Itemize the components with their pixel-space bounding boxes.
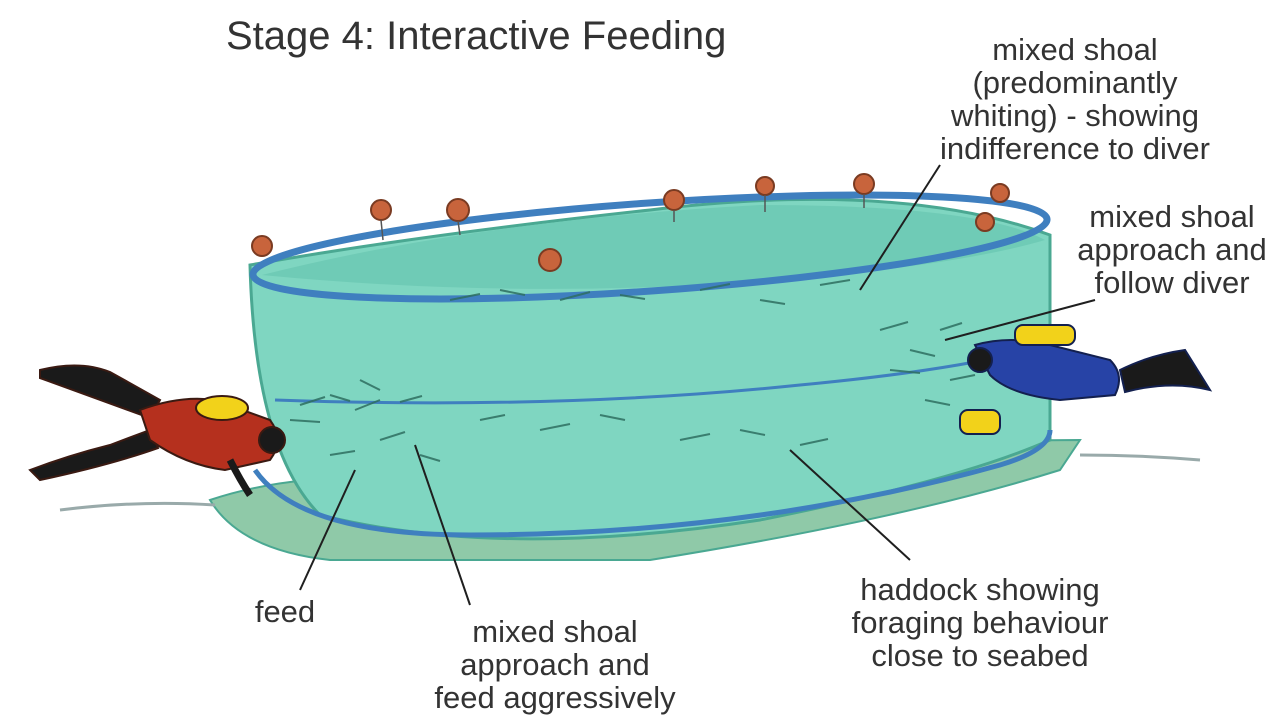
label-feed: feed: [240, 595, 330, 628]
float-buoy: [976, 213, 994, 231]
seafloor-line: [60, 503, 215, 510]
float-buoy: [447, 199, 469, 221]
float-buoy: [252, 236, 272, 256]
seafloor-line: [1080, 455, 1200, 460]
label-bottom-right: haddock showing foraging behaviour close…: [830, 573, 1130, 672]
float-buoy: [664, 190, 684, 210]
float-buoy: [991, 184, 1009, 202]
float-buoy: [854, 174, 874, 194]
label-top-right: mixed shoal (predominantly whiting) - sh…: [925, 33, 1225, 165]
float-buoy: [539, 249, 561, 271]
float-buoy: [371, 200, 391, 220]
diver-right: [960, 325, 1210, 434]
label-right: mixed shoal approach and follow diver: [1072, 200, 1272, 299]
diver-left: [30, 365, 285, 495]
float-buoy: [756, 177, 774, 195]
label-bottom-middle: mixed shoal approach and feed aggressive…: [420, 615, 690, 714]
